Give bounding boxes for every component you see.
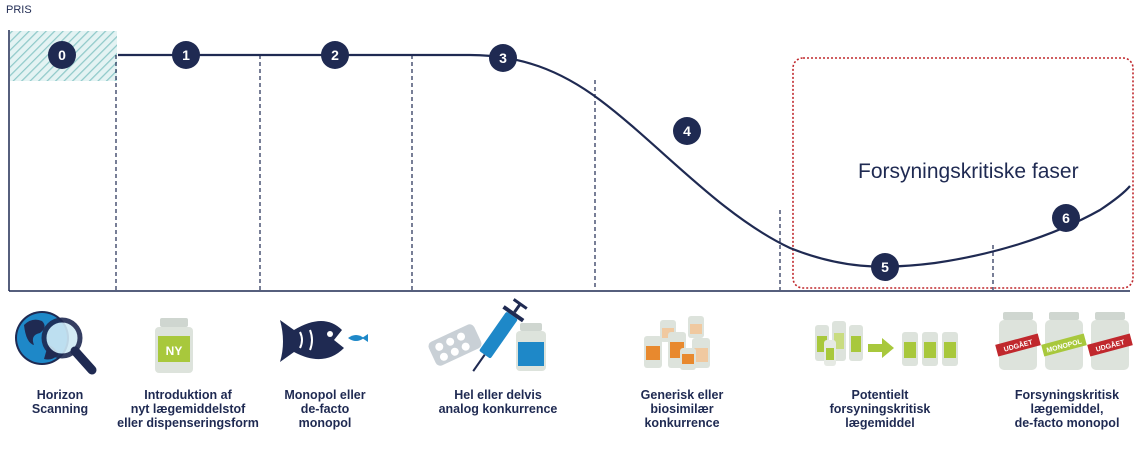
phase-marker-6 bbox=[1052, 204, 1080, 232]
phase-label-line: Horizon bbox=[36, 388, 84, 402]
phase-label-line: lægemiddel, bbox=[1030, 402, 1104, 416]
phase-number-0: 0 bbox=[58, 47, 66, 63]
globe-magnifier-icon bbox=[15, 311, 97, 375]
phase-label-line: biosimilær bbox=[650, 402, 714, 416]
phase-label-line: analog konkurrence bbox=[438, 402, 558, 416]
y-axis-label: PRIS bbox=[6, 4, 32, 16]
phase-label-line: eller dispenseringsform bbox=[117, 416, 259, 430]
phase-label-line: nyt lægemiddelstof bbox=[130, 402, 246, 416]
critical-bottles-icon: UDGÅET MONOPOL UDGÅET bbox=[995, 312, 1133, 370]
phase-number-4: 4 bbox=[683, 123, 691, 139]
phase-label-line: de-facto monopol bbox=[1014, 416, 1120, 430]
phase-label-line: Potentielt bbox=[851, 388, 909, 402]
phase-label-line: Forsyningskritisk bbox=[1014, 388, 1120, 402]
critical-phases-box bbox=[792, 57, 1134, 289]
fish-monopoly-icon bbox=[280, 320, 368, 362]
phase-label-line: Scanning bbox=[31, 402, 89, 416]
phase-marker-0 bbox=[48, 41, 76, 69]
shrinking-supply-icon bbox=[815, 321, 958, 366]
critical-phases-title: Forsyningskritiske faser bbox=[858, 160, 1079, 183]
pills-syringe-bottle-icon bbox=[428, 298, 546, 372]
phase-number-6: 6 bbox=[1062, 210, 1070, 226]
phase-label-line: konkurrence bbox=[644, 416, 720, 430]
price-curve bbox=[118, 53, 1131, 268]
phase-label-line: Introduktion af bbox=[144, 388, 232, 402]
phase-label-line: Generisk eller bbox=[640, 388, 724, 402]
phase-marker-2 bbox=[321, 41, 349, 69]
phase-number-1: 1 bbox=[182, 47, 190, 63]
new-bottle-text: NY bbox=[166, 344, 183, 358]
phase-label-line: forsyningskritisk bbox=[829, 402, 931, 416]
phase-marker-4 bbox=[673, 117, 701, 145]
phase-label-line: Monopol eller bbox=[284, 388, 366, 402]
new-medicine-bottle-icon: NY bbox=[155, 318, 193, 373]
phase-number-5: 5 bbox=[881, 259, 889, 275]
phase-marker-1 bbox=[172, 41, 200, 69]
phase-number-2: 2 bbox=[331, 47, 339, 63]
generic-bottles-icon bbox=[644, 316, 710, 370]
phase-label-line: de-facto bbox=[300, 402, 350, 416]
phase-marker-5 bbox=[871, 253, 899, 281]
phase-marker-3 bbox=[489, 44, 517, 72]
phase-label-line: monopol bbox=[298, 416, 352, 430]
phase-number-3: 3 bbox=[499, 50, 507, 66]
phase-label-line: lægemiddel bbox=[845, 416, 915, 430]
phase-label-line: Hel eller delvis bbox=[454, 388, 542, 402]
